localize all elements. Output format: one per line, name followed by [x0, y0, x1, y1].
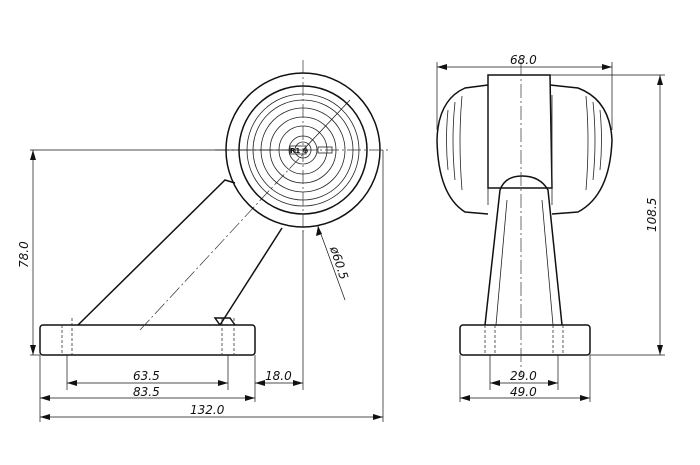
- diameter-leader-inner: [302, 99, 351, 151]
- left-lens-rib: [452, 101, 456, 181]
- dim-arrow: [40, 395, 50, 401]
- stem-right-edge: [499, 175, 563, 326]
- dim-label-29: 29.0: [510, 369, 537, 383]
- left-lens-rib: [446, 109, 449, 171]
- left-lens: [436, 84, 489, 215]
- dim-arrow: [40, 414, 50, 420]
- dim-arrow: [30, 345, 36, 355]
- dim-label-78: 78.0: [17, 241, 31, 268]
- dim-arrow: [293, 380, 303, 386]
- dim-label-68: 68.0: [510, 53, 537, 67]
- dim-arrow: [30, 150, 36, 160]
- dim-label-83-5: 83.5: [133, 385, 160, 399]
- lamp-body-center: [487, 74, 553, 189]
- dim-arrow: [245, 395, 255, 401]
- stem-inner-line: [541, 199, 554, 326]
- diameter-arrow: [316, 226, 322, 236]
- dim-arrow: [373, 414, 383, 420]
- arm-foot: [213, 317, 236, 326]
- stem-inner-line: [495, 199, 508, 326]
- right-lens-rib: [592, 101, 596, 181]
- lens-label: R1 ⊕: [290, 147, 309, 155]
- right-lens: [549, 84, 613, 215]
- right-lens-rib: [585, 95, 589, 191]
- dim-arrow: [580, 395, 590, 401]
- front-view: [436, 62, 613, 375]
- dim-arrow: [460, 395, 470, 401]
- side-view-dimensions: 78.0 63.5 18.0 83.5 132.0: [17, 149, 384, 422]
- diameter-label: ø60.5: [327, 244, 351, 282]
- dim-label-63-5: 63.5: [133, 369, 160, 383]
- dim-arrow: [490, 380, 500, 386]
- arm-lower-edge: [219, 227, 283, 326]
- dim-arrow: [67, 380, 77, 386]
- dim-label-108-5: 108.5: [645, 198, 659, 232]
- dim-arrow: [548, 380, 558, 386]
- diameter-leader: [317, 225, 346, 301]
- dim-label-49: 49.0: [510, 385, 537, 399]
- side-view: R1 ⊕ ø60.5: [39, 60, 390, 356]
- dim-arrow: [218, 380, 228, 386]
- dim-arrow: [602, 64, 612, 70]
- dim-arrow: [437, 64, 447, 70]
- base-plate-left: [39, 324, 256, 356]
- right-lens-rib: [599, 109, 602, 171]
- dim-arrow: [657, 345, 663, 355]
- dim-arrow: [255, 380, 265, 386]
- arm-centerline: [139, 151, 306, 331]
- dim-label-132: 132.0: [190, 403, 225, 417]
- left-lens-rib: [459, 95, 463, 191]
- dim-label-18: 18.0: [265, 369, 292, 383]
- front-view-dimensions: 68.0 108.5 29.0 49.0: [436, 53, 665, 402]
- stem-left-edge: [484, 189, 501, 326]
- base-plate-right: [459, 324, 591, 356]
- arm-upper-edge: [77, 179, 236, 326]
- dim-arrow: [657, 75, 663, 85]
